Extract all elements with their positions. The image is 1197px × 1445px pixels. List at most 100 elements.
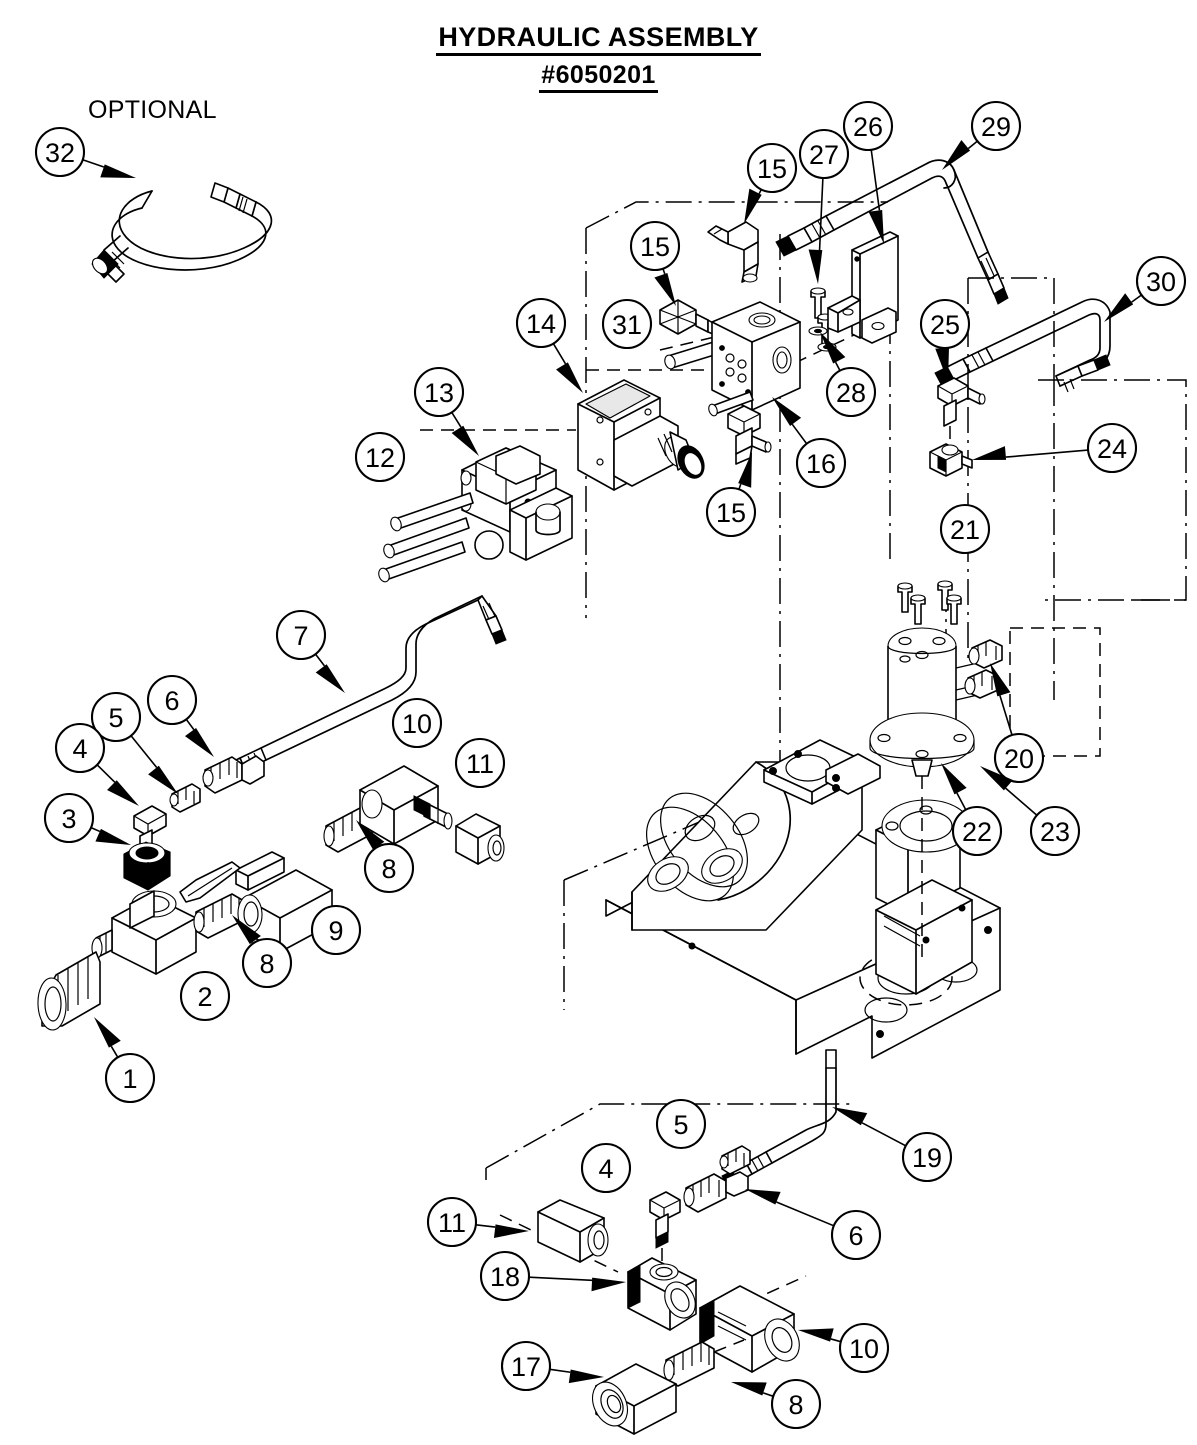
- leader-line: [870, 149, 881, 211]
- leader-line: [451, 411, 462, 428]
- callout-15[interactable]: 15: [744, 142, 798, 224]
- callout-balloon[interactable]: [354, 431, 406, 483]
- callout-balloon[interactable]: [479, 1250, 531, 1302]
- callout-15[interactable]: 15: [629, 220, 681, 306]
- leader-line: [818, 177, 824, 251]
- callout-number: 16: [806, 449, 836, 479]
- callout-22[interactable]: 22: [941, 763, 1003, 857]
- callout-24[interactable]: 24: [972, 422, 1138, 474]
- callout-balloon[interactable]: [970, 100, 1022, 152]
- callout-5[interactable]: 5: [655, 1098, 707, 1150]
- callout-9[interactable]: 9: [310, 904, 362, 956]
- callout-balloon[interactable]: [830, 1209, 882, 1261]
- callout-29[interactable]: 29: [942, 100, 1022, 170]
- callout-number: 18: [490, 1262, 520, 1292]
- callout-balloon[interactable]: [241, 937, 293, 989]
- callout-balloon[interactable]: [275, 609, 327, 661]
- callout-17[interactable]: 17: [500, 1340, 604, 1392]
- callout-14[interactable]: 14: [515, 297, 583, 393]
- callout-balloon[interactable]: [146, 674, 198, 726]
- callout-balloon[interactable]: [54, 722, 106, 774]
- callout-4[interactable]: 4: [54, 722, 139, 806]
- callout-6[interactable]: 6: [745, 1189, 882, 1261]
- callout-balloon[interactable]: [500, 1340, 552, 1392]
- callout-8[interactable]: 8: [356, 820, 415, 894]
- part-1-coupler: [37, 951, 101, 1031]
- callout-balloon[interactable]: [798, 128, 850, 180]
- part-31-bolt-secondary: [708, 391, 754, 417]
- callout-balloon[interactable]: [838, 1322, 890, 1374]
- callout-16[interactable]: 16: [772, 397, 847, 489]
- callout-25[interactable]: 25: [919, 298, 971, 382]
- callout-20[interactable]: 20: [990, 663, 1045, 784]
- callout-balloon[interactable]: [34, 126, 86, 178]
- callout-number: 10: [402, 709, 432, 739]
- callout-7[interactable]: 7: [275, 609, 345, 693]
- callout-balloon[interactable]: [901, 1131, 953, 1183]
- part-2-tee-fitting: [91, 890, 197, 975]
- callout-balloon[interactable]: [580, 1142, 632, 1194]
- callout-8[interactable]: 8: [731, 1378, 822, 1430]
- callout-balloon[interactable]: [951, 805, 1003, 857]
- callout-21[interactable]: 21: [939, 503, 991, 555]
- callout-balloon[interactable]: [310, 904, 362, 956]
- callout-balloon[interactable]: [179, 970, 231, 1022]
- callout-6[interactable]: 6: [146, 674, 214, 757]
- callout-balloon[interactable]: [770, 1378, 822, 1430]
- callout-balloon[interactable]: [601, 298, 653, 350]
- callout-15[interactable]: 15: [705, 452, 757, 538]
- callout-11[interactable]: 11: [454, 737, 506, 789]
- callout-4[interactable]: 4: [580, 1142, 632, 1194]
- callout-23[interactable]: 23: [980, 766, 1081, 857]
- callout-3[interactable]: 3: [43, 792, 131, 845]
- callout-10[interactable]: 10: [798, 1322, 890, 1374]
- callout-balloon[interactable]: [825, 366, 877, 418]
- callout-balloon[interactable]: [705, 486, 757, 538]
- callout-30[interactable]: 30: [1104, 255, 1187, 322]
- callout-balloon[interactable]: [1086, 422, 1138, 474]
- callout-11[interactable]: 11: [426, 1196, 529, 1248]
- callout-balloon[interactable]: [413, 366, 465, 418]
- callout-10[interactable]: 10: [391, 697, 443, 749]
- callout-balloon[interactable]: [104, 1052, 156, 1104]
- callout-19[interactable]: 19: [832, 1107, 953, 1183]
- callout-balloon[interactable]: [90, 691, 142, 743]
- leader-arrowhead: [654, 273, 676, 306]
- callout-balloon[interactable]: [363, 842, 415, 894]
- callout-31[interactable]: 31: [601, 298, 653, 350]
- callout-balloon[interactable]: [842, 100, 894, 152]
- callout-balloon[interactable]: [655, 1098, 707, 1150]
- callout-12[interactable]: 12: [354, 431, 406, 483]
- callout-1[interactable]: 1: [94, 1017, 156, 1104]
- leader-line: [776, 1201, 835, 1227]
- part-number: #6050201: [539, 61, 658, 93]
- callout-8[interactable]: 8: [232, 915, 293, 989]
- callout-balloon[interactable]: [454, 737, 506, 789]
- callout-2[interactable]: 2: [179, 970, 231, 1022]
- leader-arrowhead: [556, 362, 583, 393]
- leader-arrowhead: [107, 780, 139, 806]
- callout-balloon[interactable]: [515, 297, 567, 349]
- callout-balloon[interactable]: [746, 142, 798, 194]
- leader-line: [82, 159, 105, 168]
- callout-28[interactable]: 28: [820, 332, 877, 418]
- leader-line: [130, 735, 158, 769]
- callout-balloon[interactable]: [1135, 255, 1187, 307]
- callout-balloon[interactable]: [391, 697, 443, 749]
- callout-balloon[interactable]: [795, 437, 847, 489]
- callout-balloon[interactable]: [993, 732, 1045, 784]
- callout-balloon[interactable]: [43, 792, 95, 844]
- callout-balloon[interactable]: [1029, 805, 1081, 857]
- callout-5[interactable]: 5: [90, 691, 178, 794]
- part-27-bolt: [810, 287, 826, 319]
- callout-27[interactable]: 27: [798, 128, 850, 284]
- callout-balloon[interactable]: [629, 220, 681, 272]
- callout-32[interactable]: 32: [34, 126, 136, 178]
- callout-balloon[interactable]: [939, 503, 991, 555]
- callout-balloon[interactable]: [919, 298, 971, 350]
- callout-26[interactable]: 26: [842, 100, 894, 244]
- callout-18[interactable]: 18: [479, 1250, 626, 1302]
- leader-line: [956, 792, 967, 811]
- callout-balloon[interactable]: [426, 1196, 478, 1248]
- callout-13[interactable]: 13: [413, 366, 479, 456]
